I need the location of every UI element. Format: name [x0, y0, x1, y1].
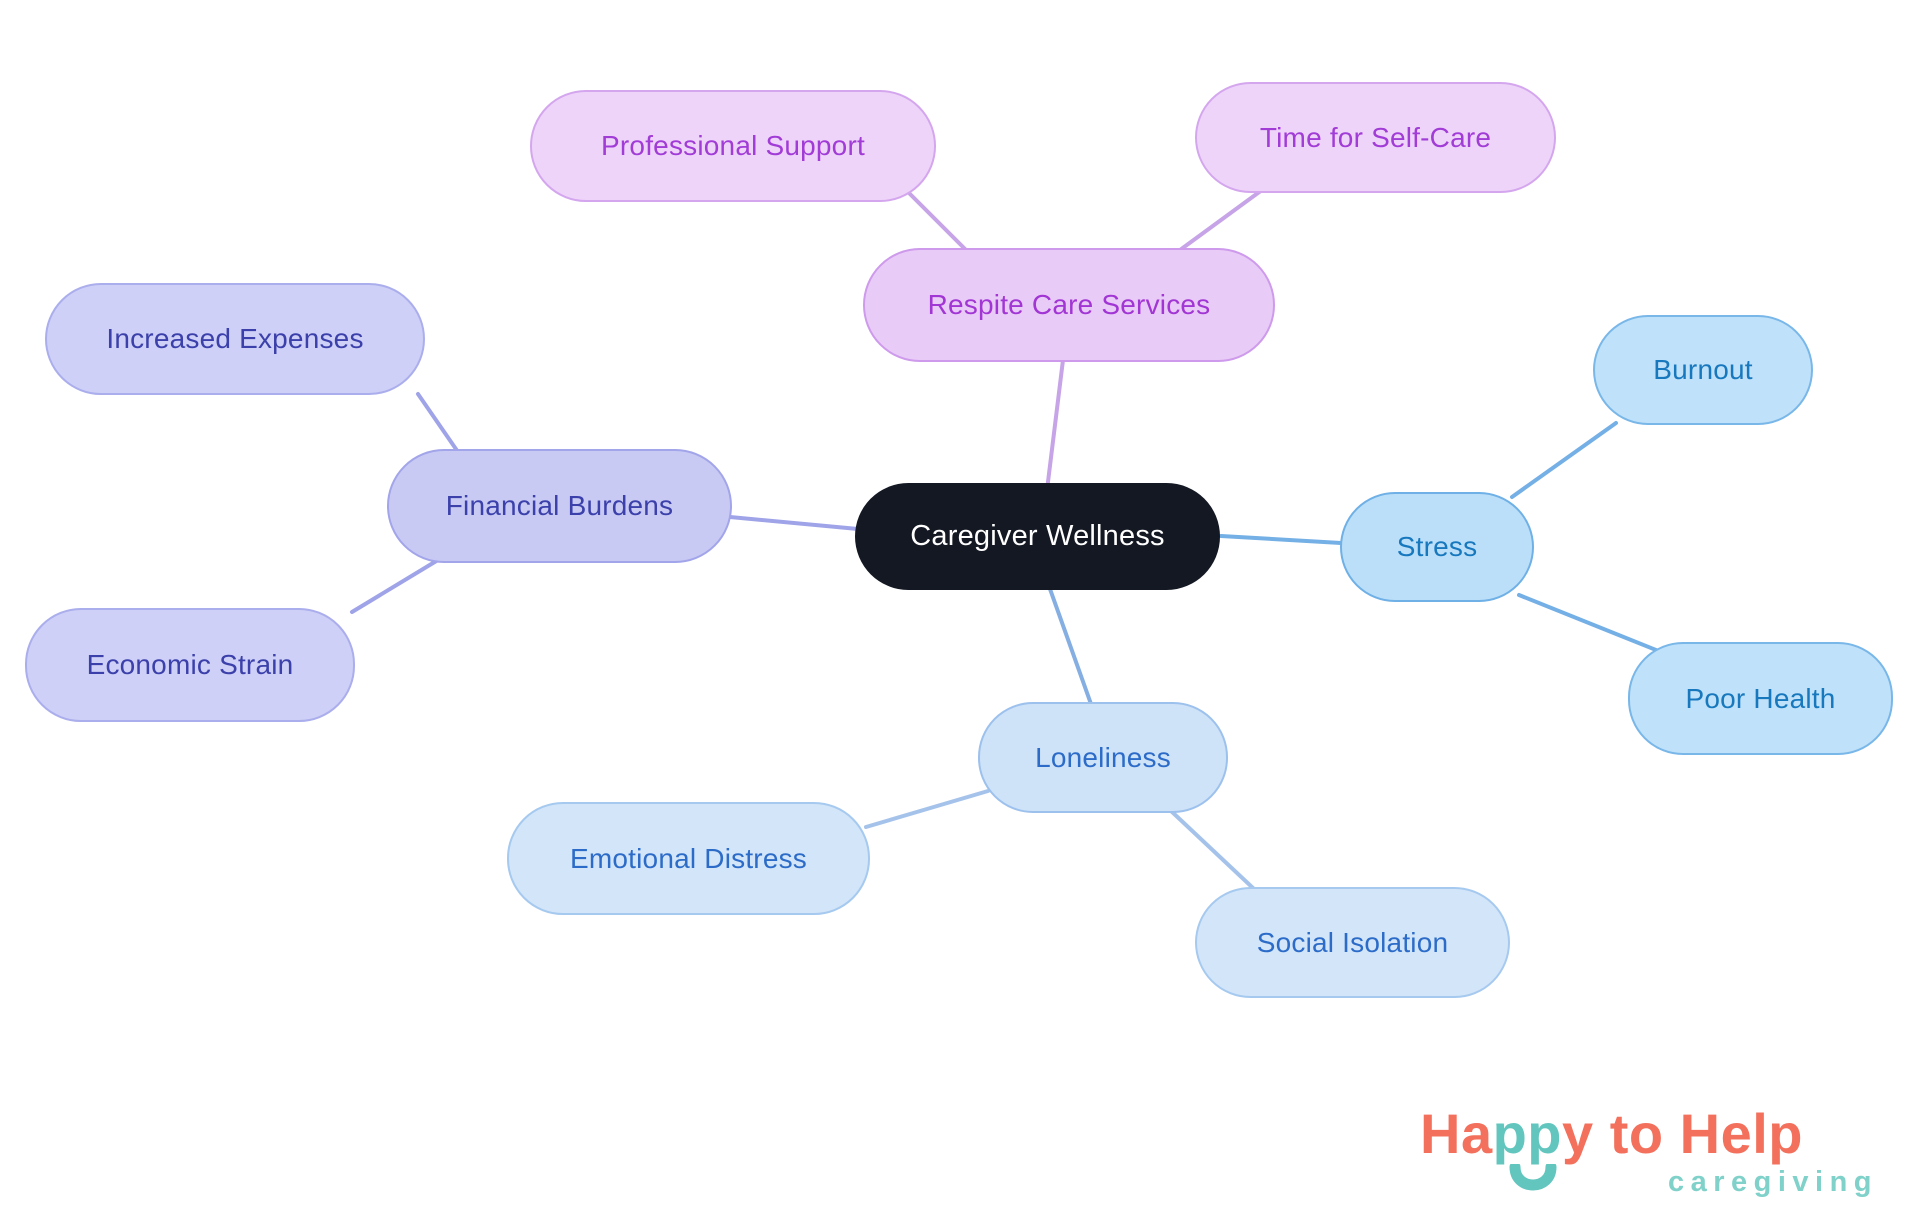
- smile-icon: [1509, 1164, 1557, 1191]
- logo-text-teal: pp: [1492, 1102, 1563, 1165]
- node-burnout: Burnout: [1593, 315, 1813, 425]
- edge-stress-poorhealth: [1517, 593, 1663, 654]
- node-label: Professional Support: [601, 130, 865, 161]
- node-professional-support: Professional Support: [530, 90, 936, 202]
- node-poor-health: Poor Health: [1628, 642, 1893, 755]
- logo-text-coral-1: Ha: [1420, 1102, 1493, 1165]
- logo-text-coral-2: y to Help: [1562, 1102, 1803, 1165]
- logo-subtitle: caregiving: [1667, 1166, 1878, 1198]
- logo-wordmark: Happy to Help: [1420, 1106, 1880, 1162]
- edge-center-financial: [728, 515, 860, 531]
- happy-to-help-logo: Happy to Help caregiving: [1420, 1106, 1880, 1206]
- node-label: Emotional Distress: [569, 842, 807, 874]
- edge-center-respite: [1045, 358, 1065, 492]
- node-label: Economic Strain: [86, 649, 294, 680]
- node-financial-burdens: Financial Burdens: [387, 449, 732, 563]
- node-label: Social Isolation: [1256, 926, 1449, 958]
- node-label: Financial Burdens: [445, 490, 674, 521]
- node-emotional-distress: Emotional Distress: [507, 802, 870, 915]
- node-label: Loneliness: [1035, 741, 1171, 773]
- edge-financial-increased: [416, 392, 460, 454]
- node-economic-strain: Economic Strain: [25, 608, 355, 722]
- node-caregiver-wellness: Caregiver Wellness: [855, 483, 1220, 590]
- edge-respite-selfcare: [1178, 188, 1264, 252]
- edge-loneliness-emotional: [864, 789, 990, 829]
- edge-stress-burnout: [1510, 421, 1618, 499]
- node-time-for-self-care: Time for Self-Care: [1195, 82, 1556, 193]
- node-label: Stress: [1396, 531, 1478, 562]
- edge-center-loneliness: [1048, 587, 1093, 706]
- node-loneliness: Loneliness: [978, 702, 1228, 813]
- node-label: Poor Health: [1685, 682, 1836, 714]
- node-label: Caregiver Wellness: [910, 520, 1165, 552]
- node-label: Time for Self-Care: [1259, 121, 1492, 153]
- node-increased-expenses: Increased Expenses: [45, 283, 425, 395]
- edge-loneliness-social: [1168, 808, 1256, 891]
- node-label: Burnout: [1653, 354, 1753, 385]
- edge-respite-professional: [906, 190, 970, 254]
- edge-financial-economic: [350, 558, 440, 614]
- node-label: Respite Care Services: [927, 289, 1211, 320]
- node-stress: Stress: [1340, 492, 1534, 602]
- edge-center-stress: [1219, 534, 1343, 545]
- node-social-isolation: Social Isolation: [1195, 887, 1510, 998]
- node-label: Increased Expenses: [106, 323, 364, 354]
- node-respite-care-services: Respite Care Services: [863, 248, 1275, 362]
